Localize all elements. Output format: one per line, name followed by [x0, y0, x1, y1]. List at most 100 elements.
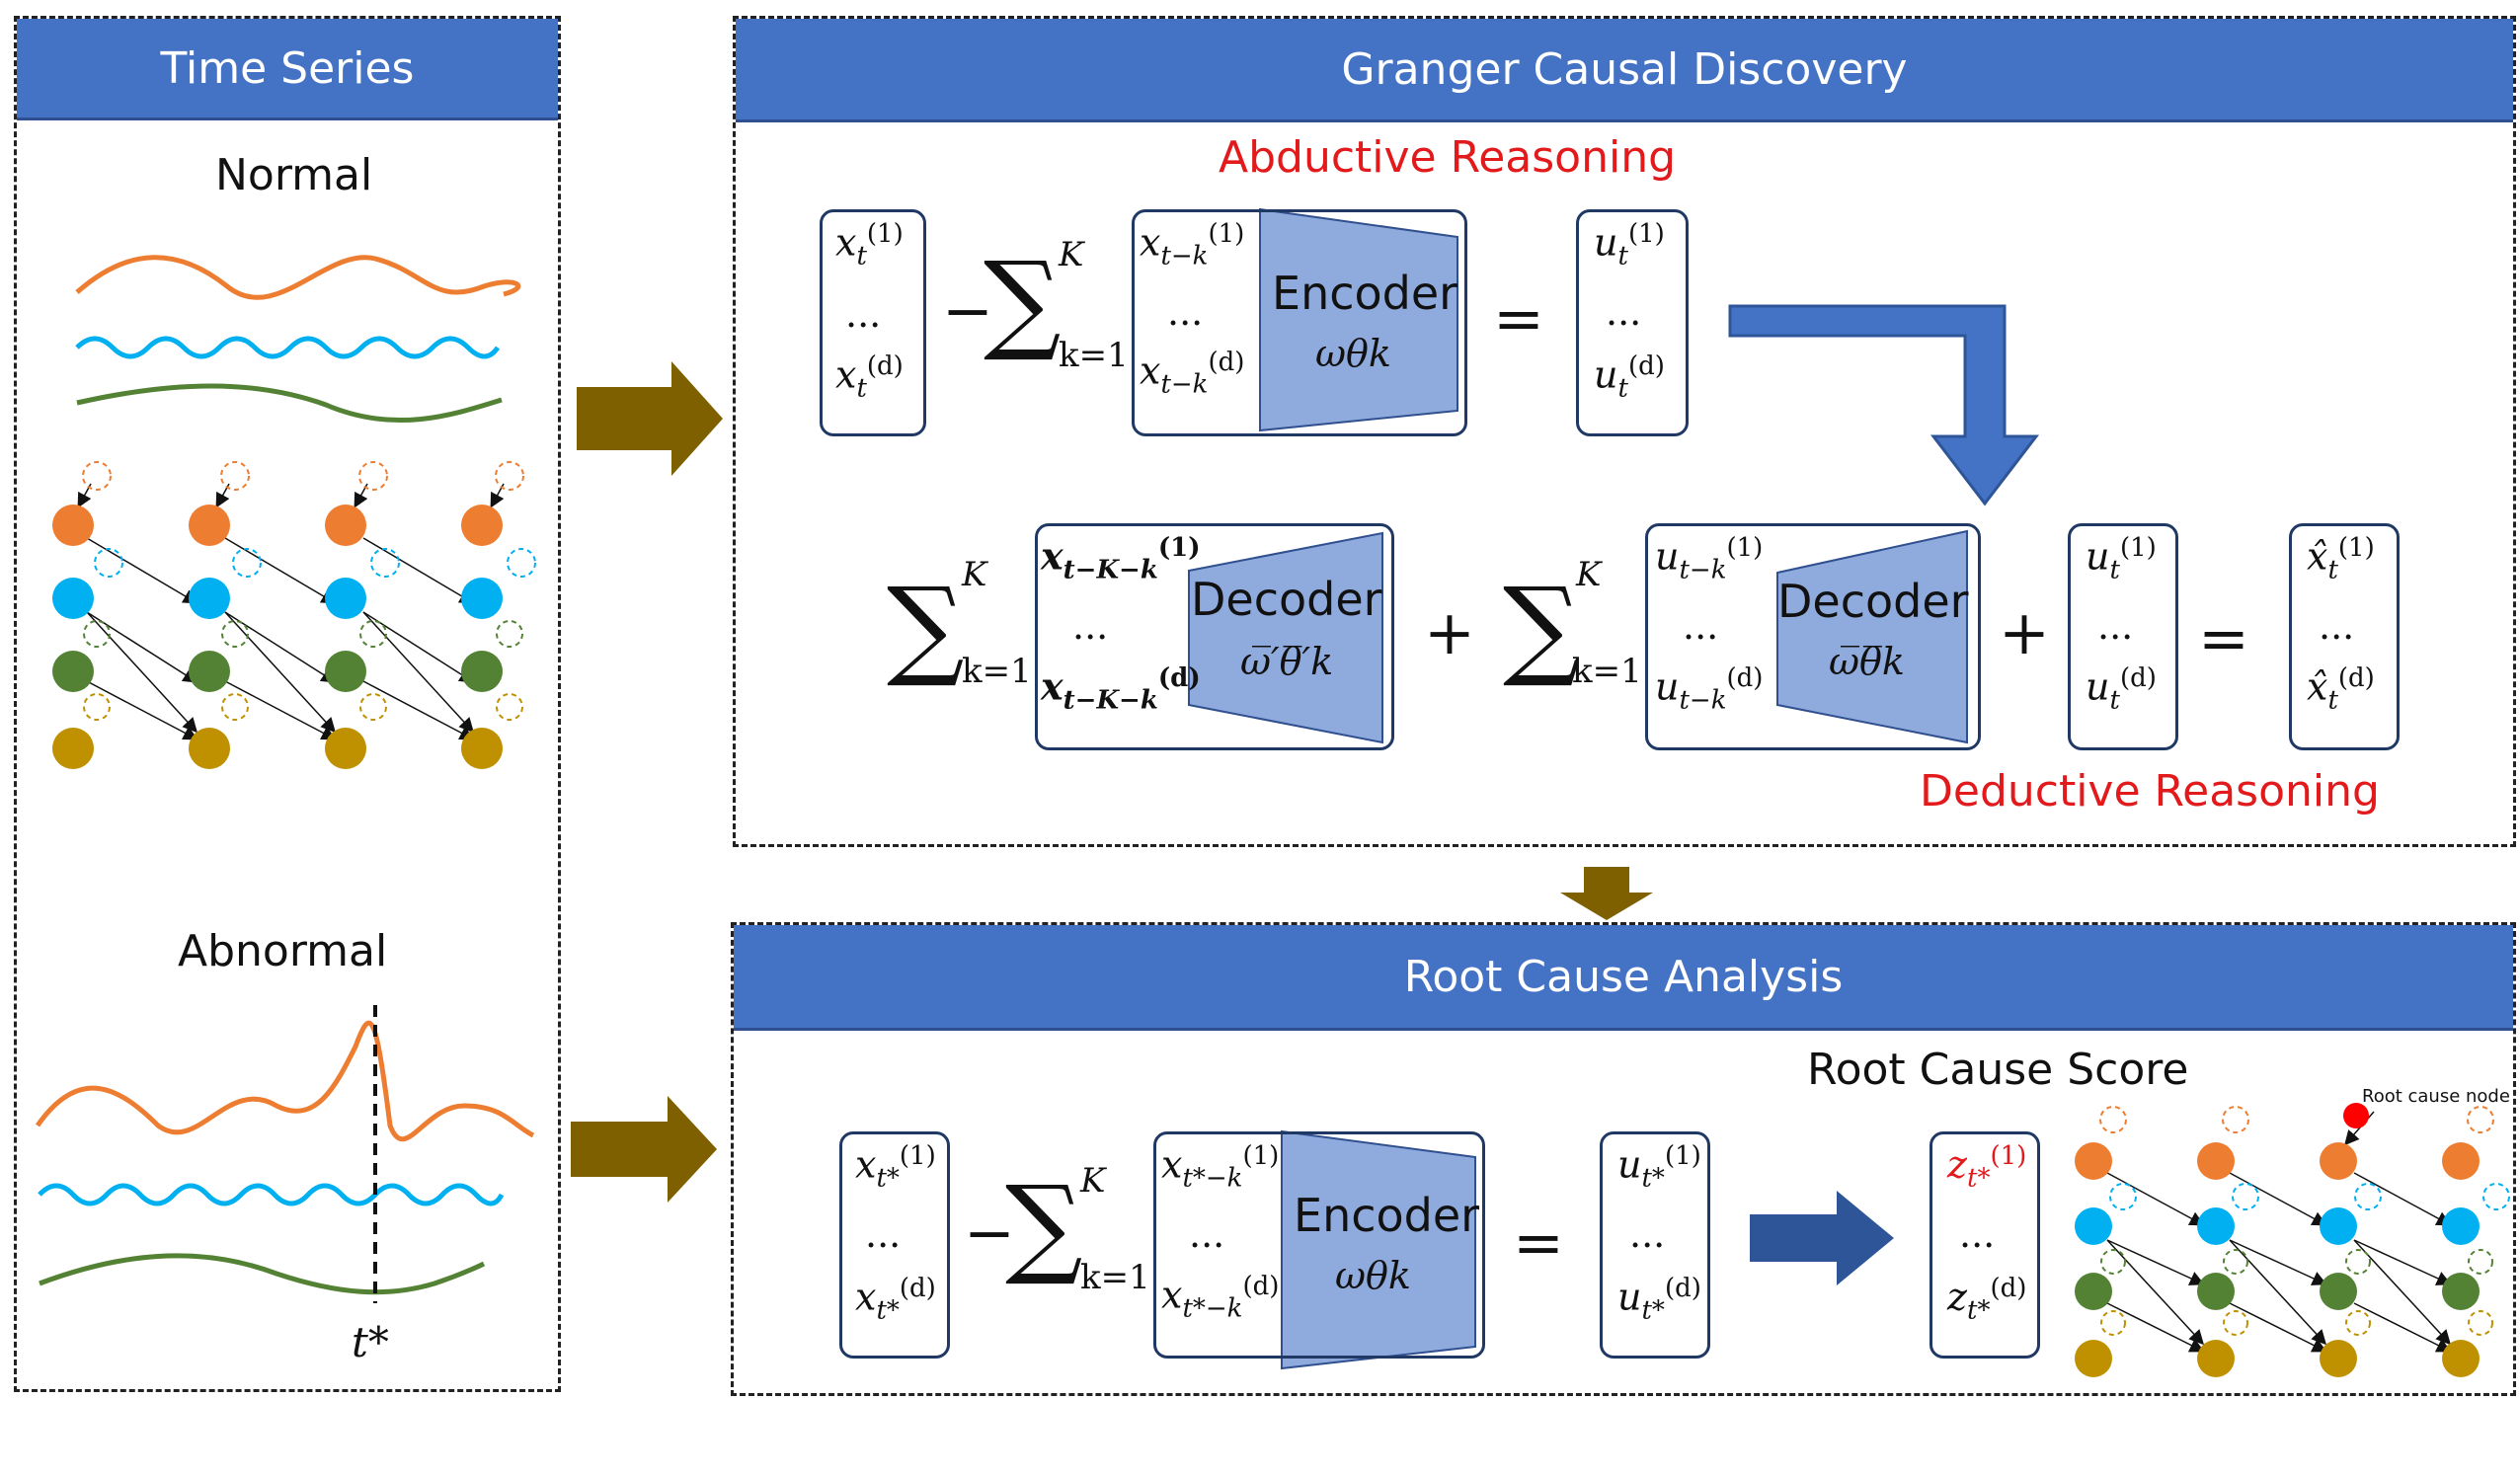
time-series-panel: Time Series [14, 16, 561, 1392]
equals-bottom: = [1513, 1206, 1564, 1279]
abnormal-label: Abnormal [178, 926, 388, 976]
granger-title: Granger Causal Discovery [1341, 43, 1908, 95]
encoder-bottom-omega: ωθk [1335, 1254, 1411, 1297]
sum-ded1-lower: k=1 [962, 652, 1032, 691]
decoder-left-omega: ω̅′θ̅′k [1240, 640, 1334, 683]
vector-u-top [1576, 209, 1689, 436]
z-d: zt*(d) [1947, 1274, 2027, 1326]
decoder-left-label: Decoder [1191, 573, 1382, 626]
z-dots: ... [1959, 1212, 1996, 1256]
normal-cyan-wave [75, 336, 501, 359]
root-cause-score-label: Root Cause Score [1807, 1045, 2189, 1095]
root-cause-causal-graph [2075, 1103, 2510, 1377]
xhat-dots: ... [2319, 604, 2355, 648]
normal-green-wave [76, 383, 503, 424]
u-top-dots: ... [1606, 290, 1642, 334]
encoder-bottom-box [1153, 1131, 1485, 1359]
root-cause-node [2343, 1103, 2369, 1128]
z-1: zt*(1) [1947, 1141, 2027, 1194]
sum-ded1-upper: K [962, 555, 987, 594]
sum-deductive-1: ∑ [887, 564, 965, 690]
normal-orange-wave [75, 255, 521, 300]
minus-sign-top: − [942, 274, 993, 347]
root-cause-panel: Root Cause Analysis [731, 922, 2516, 1396]
decoder-right-label: Decoder [1777, 575, 1969, 628]
sum-bottom-upper: K [1080, 1161, 1106, 1201]
x-tstar-dots: ... [865, 1212, 902, 1256]
equals-top: = [1493, 282, 1544, 354]
x-tk-dots: ... [1167, 290, 1204, 334]
arrow-granger-to-root [1560, 867, 1653, 920]
x-tstark-1: xt*−k(1) [1161, 1141, 1280, 1194]
decoder-right-box [1645, 523, 1981, 750]
abnormal-orange-wave [35, 1020, 535, 1142]
sum-top-lower: k=1 [1059, 336, 1129, 375]
x-tstar-1: xt*(1) [855, 1141, 936, 1194]
minus-sign-bottom: − [964, 1197, 1015, 1269]
encoder-top-omega: ωθk [1315, 332, 1391, 375]
xhat-d: x̂t(d) [2307, 663, 2375, 716]
normal-label: Normal [215, 150, 373, 200]
deductive-label: Deductive Reasoning [1920, 766, 2380, 816]
encoder-top-shape [1259, 207, 1458, 432]
arrow-normal-to-granger [577, 361, 723, 476]
x-t-d: xt(d) [835, 351, 904, 404]
root-cause-title: Root Cause Analysis [1403, 951, 1844, 1002]
x-tstar-d: xt*(d) [855, 1274, 936, 1326]
abnormal-cyan-wave [38, 1183, 505, 1206]
vector-z-score [1929, 1131, 2040, 1359]
vector-xhat [2289, 523, 2400, 750]
abductive-label: Abductive Reasoning [1219, 132, 1677, 183]
plus-1: + [1424, 596, 1475, 668]
x-tKk-dots: ... [1072, 604, 1109, 648]
x-tk-1: xt−k(1) [1140, 219, 1245, 272]
u-tk-1: ut−k(1) [1655, 533, 1764, 585]
u-tk-d: ut−k(d) [1655, 663, 1764, 716]
time-series-title: Time Series [160, 42, 415, 94]
x-tstark-d: xt*−k(d) [1161, 1272, 1280, 1324]
x-tstark-dots: ... [1189, 1212, 1225, 1256]
equals-deductive: = [2198, 602, 2249, 674]
u-ded-1: ut(1) [2086, 533, 2157, 585]
sum-ded2-lower: k=1 [1572, 652, 1642, 691]
x-tKk-d: xt−K−k(d) [1041, 663, 1201, 716]
sum-bottom: ∑ [1005, 1162, 1083, 1288]
u-top-d: ut(d) [1594, 351, 1665, 404]
u-bottom-d: ut*(d) [1617, 1274, 1701, 1326]
x-tKk-1: xt−K−k(1) [1041, 533, 1201, 585]
root-cause-header: Root Cause Analysis [734, 925, 2513, 1031]
vector-u-bottom [1600, 1131, 1710, 1359]
x-tk-d: xt−k(d) [1140, 348, 1245, 400]
encoder-bottom-label: Encoder [1294, 1189, 1480, 1242]
vector-x-tstar [839, 1131, 950, 1359]
x-t-1: xt(1) [835, 219, 904, 272]
encoder-top-box [1132, 209, 1467, 436]
u-ded-dots: ... [2097, 604, 2134, 648]
u-tk-dots: ... [1683, 604, 1719, 648]
arrow-abnormal-to-root [571, 1096, 717, 1203]
decoder-right-omega: ω̅θ̅k [1829, 640, 1905, 683]
sum-bottom-lower: k=1 [1080, 1258, 1150, 1297]
sum-top: ∑ [984, 238, 1062, 364]
time-series-header: Time Series [17, 19, 558, 120]
arrow-abductive-to-deductive [1728, 304, 2040, 506]
vector-u-deductive [2068, 523, 2178, 750]
sum-deductive-2: ∑ [1503, 564, 1581, 690]
normal-causal-graph [52, 461, 536, 769]
u-bottom-1: ut*(1) [1617, 1141, 1701, 1194]
decoder-left-box [1035, 523, 1394, 750]
sum-ded2-upper: K [1576, 555, 1602, 594]
u-top-1: ut(1) [1594, 219, 1665, 272]
x-t-dots: ... [845, 292, 882, 336]
u-bottom-dots: ... [1629, 1212, 1666, 1256]
abnormal-green-wave [39, 1253, 486, 1295]
plus-2: + [1999, 596, 2050, 668]
granger-panel: Granger Causal Discovery [733, 16, 2516, 847]
sum-top-upper: K [1059, 235, 1084, 274]
encoder-top-label: Encoder [1272, 267, 1458, 320]
arrow-to-score [1750, 1191, 1894, 1285]
vector-x-t [820, 209, 926, 436]
u-ded-d: ut(d) [2086, 663, 2157, 716]
root-cause-node-label: Root cause node [2362, 1086, 2510, 1107]
